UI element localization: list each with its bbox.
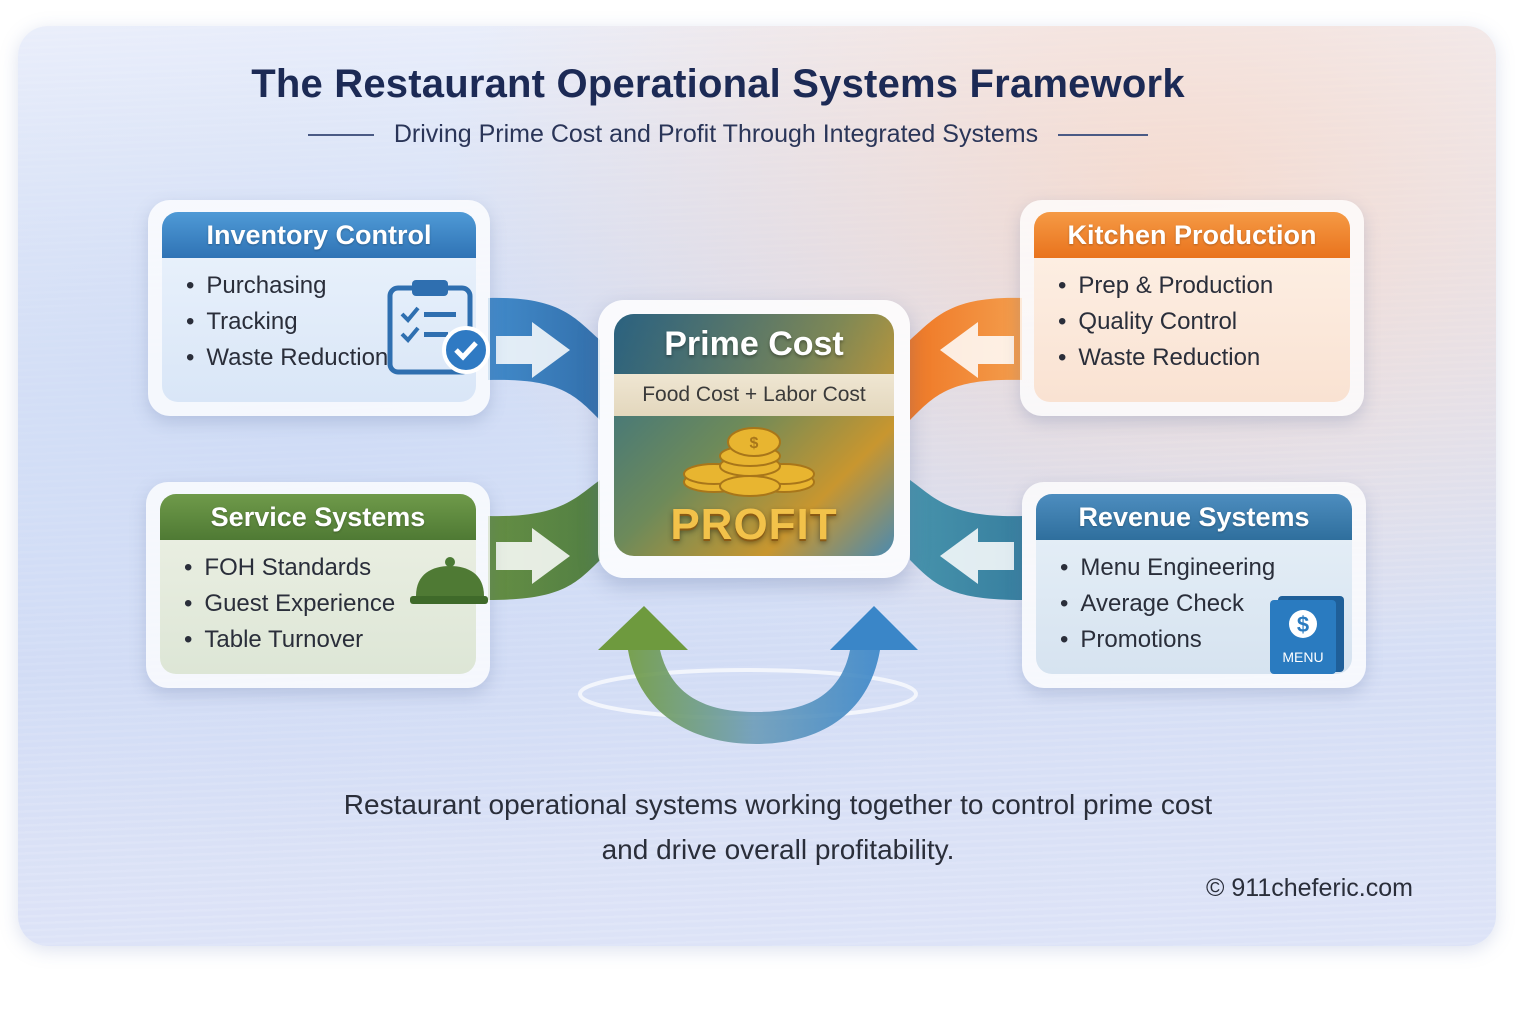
list-item: Table Turnover	[184, 622, 476, 658]
service-systems-title: Service Systems	[160, 494, 476, 540]
prime-cost-title: Prime Cost	[614, 314, 894, 374]
inventory-control-card: Inventory Control Purchasing Tracking Wa…	[148, 200, 490, 416]
list-item: Purchasing	[186, 268, 476, 304]
kitchen-production-body: Prep & Production Quality Control Waste …	[1034, 258, 1350, 402]
menu-icon-label: MENU	[1282, 649, 1323, 665]
profit-label: PROFIT	[670, 500, 838, 549]
service-systems-list: FOH Standards Guest Experience Table Tur…	[160, 540, 476, 658]
clipboard-check-icon	[387, 280, 490, 375]
list-item: Menu Engineering	[1060, 550, 1352, 586]
list-item: Quality Control	[1058, 304, 1350, 340]
kitchen-production-card: Kitchen Production Prep & Production Qua…	[1020, 200, 1364, 416]
revenue-systems-list: Menu Engineering Average Check Promotion…	[1036, 540, 1352, 658]
svg-text:$: $	[750, 435, 759, 452]
inventory-control-list: Purchasing Tracking Waste Reduction	[162, 258, 476, 376]
inventory-arrow	[496, 322, 570, 378]
subtitle-rule-left	[307, 133, 374, 136]
copyright-notice: © 911cheferic.com	[1206, 874, 1413, 902]
service-systems-body: FOH Standards Guest Experience Table Tur…	[160, 540, 476, 674]
list-item: Waste Reduction	[186, 340, 476, 376]
service-arrow	[496, 528, 570, 584]
list-item: Tracking	[186, 304, 476, 340]
list-item: Average Check	[1060, 586, 1352, 622]
prime-cost-panel: Prime Cost Food Cost + Labor Cost $ PROF…	[614, 314, 894, 556]
inventory-control-panel: Inventory Control Purchasing Tracking Wa…	[162, 212, 476, 402]
subtitle-rule-right	[1058, 133, 1149, 136]
serving-cloche-icon	[410, 557, 488, 604]
revenue-arrow	[940, 528, 1014, 584]
list-item: Promotions	[1060, 622, 1352, 658]
subtitle-row: Driving Prime Cost and Profit Through In…	[0, 120, 1456, 149]
page-title: The Restaurant Operational Systems Frame…	[251, 62, 1185, 106]
kitchen-production-title: Kitchen Production	[1034, 212, 1350, 258]
list-item: Waste Reduction	[1058, 340, 1350, 376]
kitchen-production-list: Prep & Production Quality Control Waste …	[1034, 258, 1350, 376]
footer-caption: Restaurant operational systems working t…	[0, 782, 1536, 872]
footer-line-2: and drive overall profitability.	[601, 834, 955, 865]
kitchen-production-panel: Kitchen Production Prep & Production Qua…	[1034, 212, 1350, 402]
dollar-menu-icon: $ MENU	[1270, 596, 1344, 674]
list-item: Prep & Production	[1058, 268, 1350, 304]
service-systems-card: Service Systems FOH Standards Guest Expe…	[146, 482, 490, 688]
list-item: Guest Experience	[184, 586, 476, 622]
service-systems-panel: Service Systems FOH Standards Guest Expe…	[160, 494, 476, 674]
page-subtitle: Driving Prime Cost and Profit Through In…	[393, 120, 1039, 148]
inventory-control-title: Inventory Control	[162, 212, 476, 258]
kitchen-arrow	[940, 322, 1014, 378]
list-item: FOH Standards	[184, 550, 476, 586]
revenue-systems-card: Revenue Systems Menu Engineering Average…	[1022, 482, 1366, 688]
svg-text:$: $	[1297, 612, 1309, 637]
footer-line-1: Restaurant operational systems working t…	[343, 789, 1213, 820]
gold-coins-icon: $	[683, 427, 815, 497]
prime-cost-card: Prime Cost Food Cost + Labor Cost $ PROF…	[598, 300, 910, 578]
prime-cost-formula: Food Cost + Labor Cost	[614, 374, 894, 416]
revenue-systems-title: Revenue Systems	[1036, 494, 1352, 540]
circular-arrows-icon	[578, 606, 918, 744]
